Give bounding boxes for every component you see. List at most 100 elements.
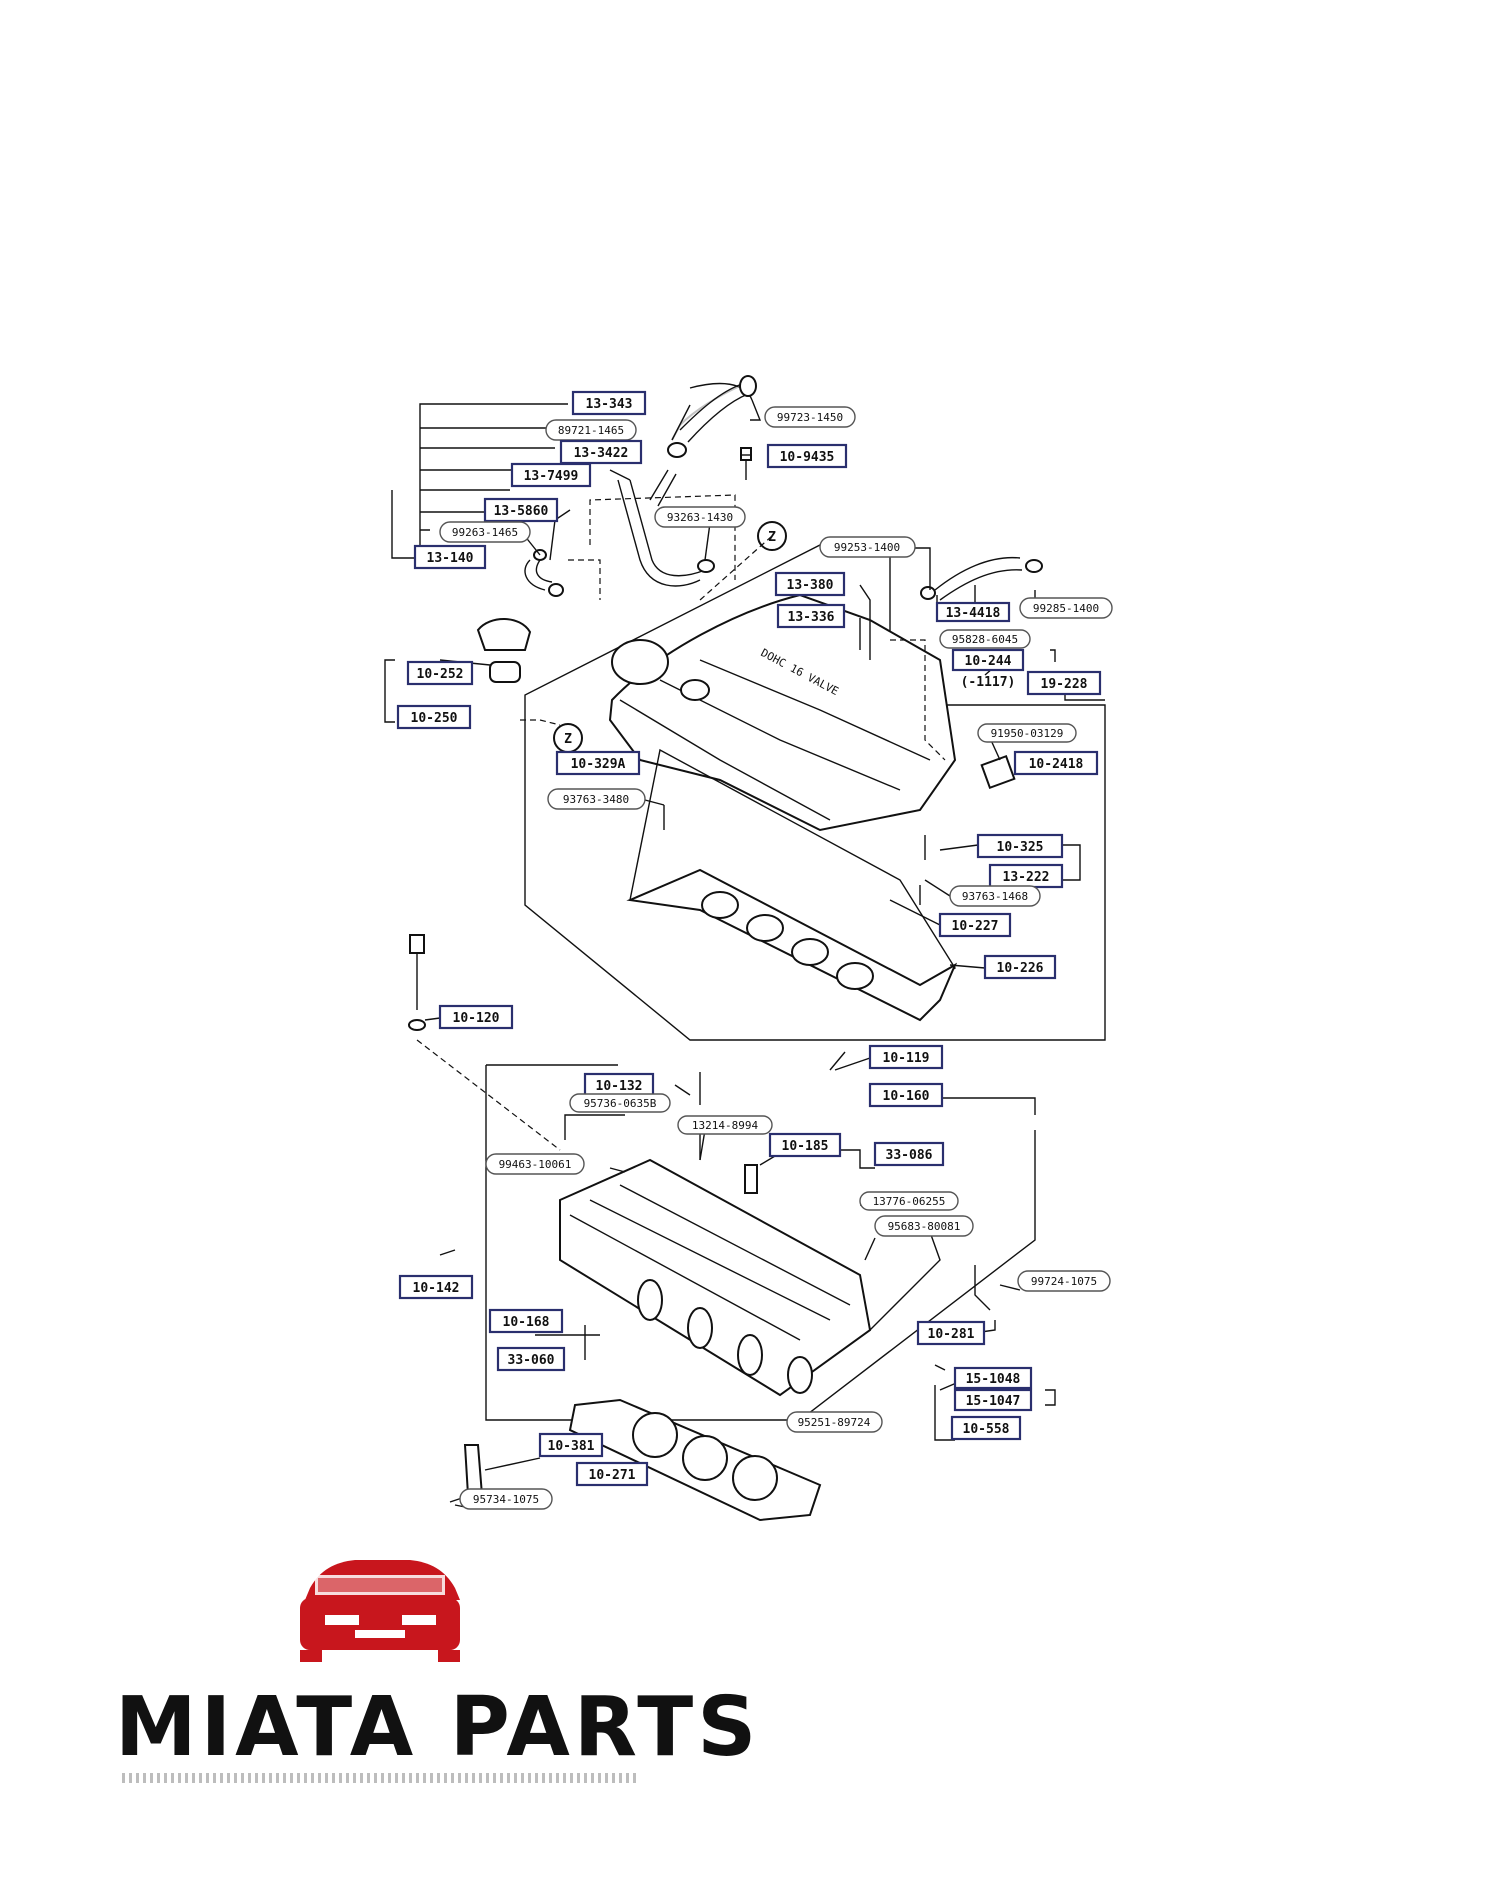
label-33-060[interactable]: 33-060: [496, 1346, 566, 1372]
svg-text:15-1048: 15-1048: [966, 1372, 1021, 1387]
label-13776-06255[interactable]: 13776-06255: [859, 1191, 959, 1211]
svg-text:89721-1465: 89721-1465: [558, 424, 624, 437]
svg-text:13-4418: 13-4418: [946, 606, 1001, 621]
svg-text:99253-1400: 99253-1400: [834, 541, 900, 554]
label-93763-1468[interactable]: 93763-1468: [949, 885, 1041, 907]
svg-text:93763-3480: 93763-3480: [563, 793, 629, 806]
svg-text:10-9435: 10-9435: [780, 450, 835, 465]
label-91950-03129[interactable]: 91950-03129: [977, 723, 1077, 743]
label-10-132[interactable]: 10-132: [583, 1072, 655, 1098]
svg-text:10-132: 10-132: [596, 1079, 643, 1094]
svg-text:10-325: 10-325: [997, 840, 1044, 855]
valve-cover-group: DOHC 16 VALVE: [476, 521, 1106, 1041]
label-13-4418[interactable]: 13-4418: [935, 601, 1011, 623]
svg-text:10-271: 10-271: [589, 1468, 636, 1483]
label-95734-1075[interactable]: 95734-1075: [459, 1488, 553, 1510]
svg-text:99285-1400: 99285-1400: [1033, 602, 1099, 615]
car-front-icon: [300, 1560, 460, 1662]
svg-text:10-227: 10-227: [952, 919, 999, 934]
label-10-329a[interactable]: 10-329A: [555, 750, 641, 776]
label-10-9435[interactable]: 10-9435: [766, 443, 848, 469]
label-10-244[interactable]: 10-244: [951, 648, 1025, 672]
label-13-222[interactable]: 13-222: [988, 863, 1064, 889]
svg-text:13214-8994: 13214-8994: [692, 1119, 759, 1132]
label-33-086[interactable]: 33-086: [873, 1141, 945, 1167]
svg-text:13-380: 13-380: [787, 578, 834, 593]
label-93263-1430[interactable]: 93263-1430: [654, 506, 746, 528]
svg-text:(-1117): (-1117): [961, 675, 1016, 690]
label-10-120[interactable]: 10-120: [438, 1004, 514, 1030]
svg-text:13-336: 13-336: [788, 610, 835, 625]
label-99724-1075[interactable]: 99724-1075: [1017, 1270, 1111, 1292]
label-89721-1465[interactable]: 89721-1465: [545, 419, 637, 441]
label-99463-10061[interactable]: 99463-10061: [485, 1153, 585, 1175]
label-13-5860[interactable]: 13-5860: [483, 497, 559, 523]
label-10-119[interactable]: 10-119: [868, 1044, 944, 1070]
svg-text:95736-0635B: 95736-0635B: [584, 1097, 657, 1110]
label-13-140[interactable]: 13-140: [413, 544, 487, 570]
label-10-226[interactable]: 10-226: [983, 954, 1057, 980]
label-13214-8994[interactable]: 13214-8994: [677, 1115, 773, 1135]
svg-text:13-5860: 13-5860: [494, 504, 549, 519]
svg-text:95683-80081: 95683-80081: [888, 1220, 961, 1233]
svg-text:13-140: 13-140: [427, 551, 474, 566]
svg-text:10-281: 10-281: [928, 1327, 975, 1342]
svg-text:99723-1450: 99723-1450: [777, 411, 843, 424]
svg-text:10-250: 10-250: [411, 711, 458, 726]
svg-text:10-244: 10-244: [965, 654, 1012, 669]
label-10-142[interactable]: 10-142: [398, 1274, 474, 1300]
svg-text:13-343: 13-343: [586, 397, 633, 412]
svg-text:10-185: 10-185: [782, 1139, 829, 1154]
label-10-160[interactable]: 10-160: [868, 1082, 944, 1108]
brand-name: MIATA PARTS: [115, 1680, 760, 1775]
label-15-1048[interactable]: 15-1048: [953, 1366, 1033, 1390]
label-99285-1400[interactable]: 99285-1400: [1019, 597, 1113, 619]
label-99263-1465[interactable]: 99263-1465: [439, 521, 531, 543]
label-13-3422[interactable]: 13-3422: [559, 439, 643, 465]
svg-text:99263-1465: 99263-1465: [452, 526, 518, 539]
pcv-hose-group: [920, 556, 1043, 615]
svg-text:33-060: 33-060: [508, 1353, 555, 1368]
svg-text:Z: Z: [768, 530, 776, 545]
svg-text:13-3422: 13-3422: [574, 446, 629, 461]
label-10-252[interactable]: 10-252: [406, 660, 474, 686]
label-15-1047[interactable]: 15-1047: [953, 1388, 1033, 1412]
label-10-250[interactable]: 10-250: [396, 704, 472, 730]
cylinder-head-group: [408, 934, 1036, 1522]
label-95828-6045[interactable]: 95828-6045: [939, 629, 1031, 649]
label-z-mid: Z: [564, 732, 572, 747]
svg-text:Z: Z: [564, 732, 572, 747]
svg-text:10-2418: 10-2418: [1029, 757, 1084, 772]
label-10-185[interactable]: 10-185: [768, 1132, 842, 1158]
part-labels: 13-343 99723-1450 89721-1465 13-3422 10-…: [396, 390, 1113, 1510]
label-99723-1450[interactable]: 99723-1450: [764, 406, 856, 428]
svg-text:10-120: 10-120: [453, 1011, 500, 1026]
label-10-281[interactable]: 10-281: [916, 1320, 986, 1346]
svg-text:33-086: 33-086: [886, 1148, 933, 1163]
label-10-227[interactable]: 10-227: [938, 912, 1012, 938]
svg-text:10-168: 10-168: [503, 1315, 550, 1330]
label-13-343[interactable]: 13-343: [571, 390, 647, 416]
svg-text:10-226: 10-226: [997, 961, 1044, 976]
svg-text:10-142: 10-142: [413, 1281, 460, 1296]
label-99253-1400[interactable]: 99253-1400: [819, 536, 916, 558]
svg-text:10-558: 10-558: [963, 1422, 1010, 1437]
label-10-271[interactable]: 10-271: [575, 1461, 649, 1487]
label-10-325[interactable]: 10-325: [976, 833, 1064, 859]
label-10-381[interactable]: 10-381: [538, 1432, 604, 1458]
label-13-336[interactable]: 13-336: [776, 603, 846, 629]
label-13-7499[interactable]: 13-7499: [510, 462, 592, 488]
svg-text:95734-1075: 95734-1075: [473, 1493, 539, 1506]
svg-text:95828-6045: 95828-6045: [952, 633, 1018, 646]
label-93763-3480[interactable]: 93763-3480: [547, 788, 646, 810]
leader-lines: [384, 399, 1105, 1509]
label-19-228[interactable]: 19-228: [1026, 670, 1102, 696]
label-10-2418[interactable]: 10-2418: [1013, 750, 1099, 776]
label-95736-0635b[interactable]: 95736-0635B: [569, 1093, 671, 1113]
label-95683-80081[interactable]: 95683-80081: [874, 1215, 974, 1237]
label-13-380[interactable]: 13-380: [774, 571, 846, 597]
label-10-168[interactable]: 10-168: [488, 1308, 564, 1334]
label-95251-89724[interactable]: 95251-89724: [786, 1411, 883, 1433]
label-10-558[interactable]: 10-558: [950, 1415, 1022, 1441]
